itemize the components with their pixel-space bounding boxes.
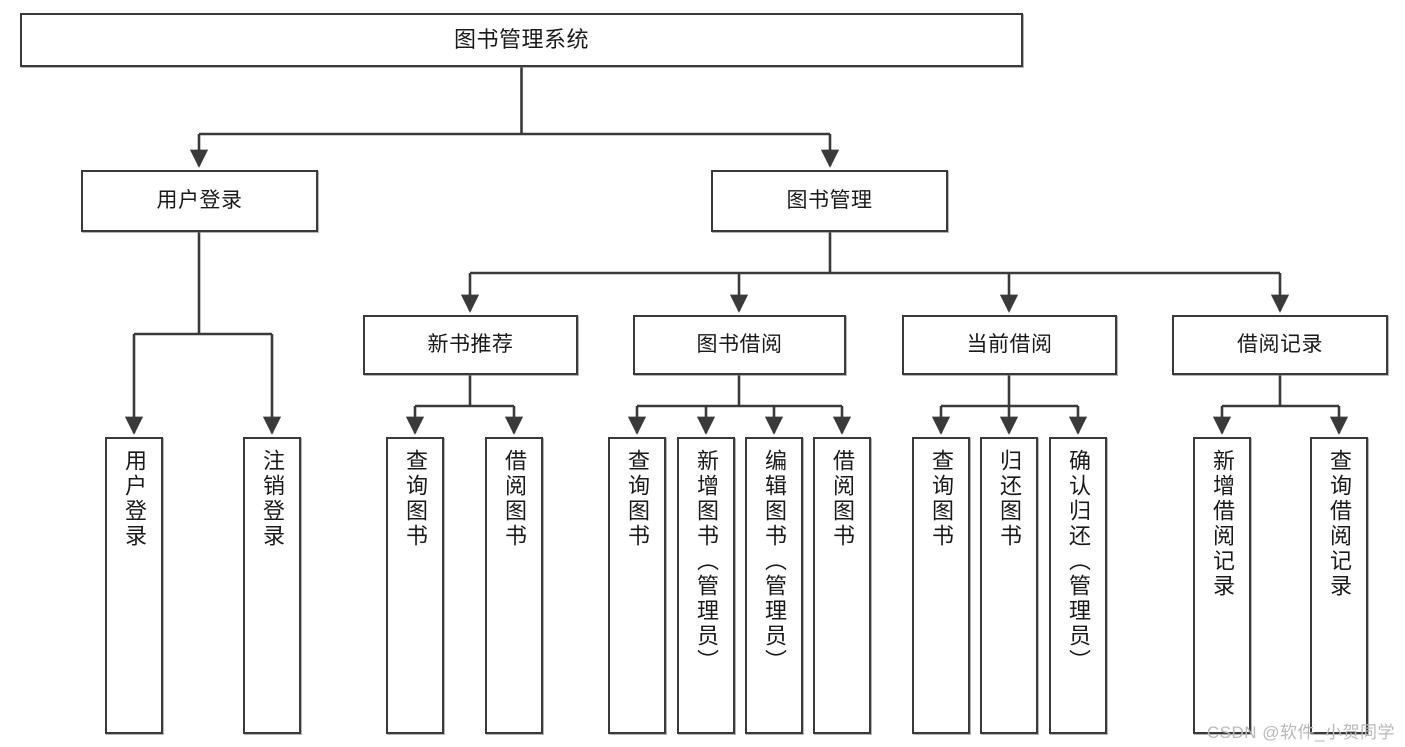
node-label: 注销登录: [260, 449, 285, 549]
leaf-user-login[interactable]: 用户登录: [105, 437, 163, 734]
leaf-borrow-book-recommend[interactable]: 借阅图书: [485, 437, 543, 734]
leaf-query-book-current[interactable]: 查询图书: [912, 437, 970, 734]
node-label: 新书推荐: [427, 333, 514, 357]
node-book-borrow[interactable]: 图书借阅: [633, 315, 846, 375]
watermark: CSDN @软件_小贺同学: [1206, 723, 1395, 742]
leaf-add-book-admin[interactable]: 新增图书（管理员）: [677, 437, 735, 734]
node-borrow-record[interactable]: 借阅记录: [1172, 315, 1388, 375]
node-label: 查询图书: [929, 449, 954, 549]
leaf-edit-book-admin[interactable]: 编辑图书（管理员）: [745, 437, 803, 734]
leaf-query-book-recommend[interactable]: 查询图书: [386, 437, 444, 734]
leaf-logout-login[interactable]: 注销登录: [243, 437, 301, 734]
node-label: 新增图书（管理员）: [694, 449, 719, 674]
node-label: 用户登录: [156, 189, 243, 213]
node-label: 新增借阅记录: [1210, 449, 1235, 599]
node-label: 借阅图书: [502, 449, 527, 549]
node-label: 借阅图书: [830, 449, 855, 549]
node-label: 借阅记录: [1237, 333, 1323, 357]
node-label: 编辑图书（管理员）: [762, 449, 787, 674]
node-label: 图书管理: [786, 189, 873, 213]
node-label: 图书借阅: [696, 333, 783, 357]
node-user-login[interactable]: 用户登录: [81, 170, 318, 232]
node-book-management[interactable]: 图书管理: [711, 170, 948, 232]
leaf-borrow-book-borrow[interactable]: 借阅图书: [813, 437, 871, 734]
leaf-query-borrow-record[interactable]: 查询借阅记录: [1310, 437, 1368, 734]
node-current-borrow[interactable]: 当前借阅: [902, 315, 1117, 375]
node-label: 查询图书: [625, 449, 650, 549]
node-label: 查询图书: [403, 449, 428, 549]
node-label: 当前借阅: [966, 333, 1053, 357]
leaf-add-borrow-record[interactable]: 新增借阅记录: [1193, 437, 1251, 734]
node-new-book-recommend[interactable]: 新书推荐: [363, 315, 578, 375]
node-label: 查询借阅记录: [1327, 449, 1352, 599]
node-label: 确认归还（管理员）: [1066, 449, 1091, 674]
leaf-return-book[interactable]: 归还图书: [980, 437, 1038, 734]
node-root-book-management-system[interactable]: 图书管理系统: [20, 13, 1023, 67]
leaf-confirm-return-admin[interactable]: 确认归还（管理员）: [1049, 437, 1107, 734]
leaf-query-book-borrow[interactable]: 查询图书: [608, 437, 666, 734]
node-label: 归还图书: [997, 449, 1022, 549]
node-label: 图书管理系统: [453, 26, 589, 52]
node-label: 用户登录: [122, 449, 147, 549]
